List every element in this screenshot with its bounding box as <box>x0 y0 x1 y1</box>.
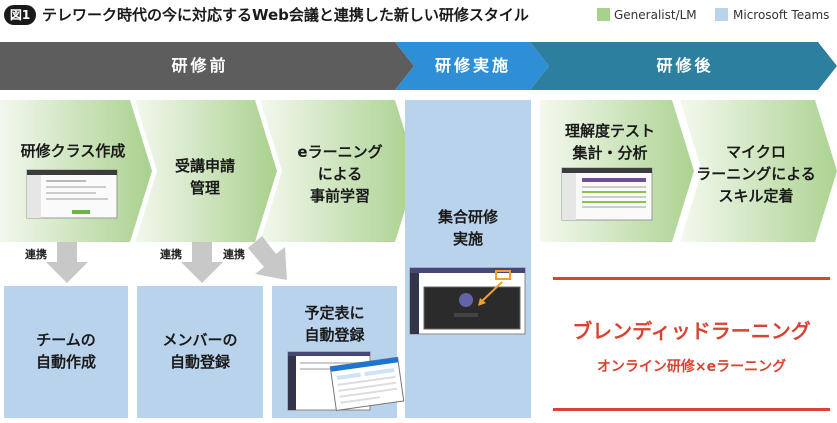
step-application: 受講申請 管理 <box>150 155 260 199</box>
step-group-training-shape <box>405 100 531 418</box>
legend-label-generalist: Generalist/LM <box>614 7 697 23</box>
link-label-2: 連携 <box>160 248 182 262</box>
link-arrow-3 <box>248 236 287 280</box>
schedule-auto-label: 予定表に 自動登録 <box>272 302 397 346</box>
figure-title: テレワーク時代の今に対応するWeb会議と連携した新しい研修スタイル <box>42 4 529 26</box>
calendar-screenshot <box>288 352 404 410</box>
link-arrow-1 <box>46 242 88 283</box>
legend-swatch-teams <box>715 8 728 21</box>
figure-badge: 図1 <box>4 5 36 25</box>
step-elearning: eラーニング による 事前学習 <box>280 141 400 207</box>
step-test-analysis: 理解度テスト 集計・分析 <box>540 120 680 164</box>
legend-label-teams: Microsoft Teams <box>733 7 829 23</box>
phase-after-label: 研修後 <box>630 56 740 76</box>
legend-swatch-generalist <box>597 8 610 21</box>
step-class-creation: 研修クラス作成 <box>8 140 138 162</box>
link-label-1: 連携 <box>25 248 47 262</box>
blended-top-rule <box>553 277 830 280</box>
step-microlearning: マイクロ ラーニングによる スキル定着 <box>686 141 826 207</box>
link-label-3: 連携 <box>223 248 245 262</box>
blended-bottom-rule <box>553 408 830 411</box>
phase-during-label: 研修実施 <box>418 56 528 76</box>
class-creation-screenshot <box>27 170 117 218</box>
team-auto-label: チームの 自動作成 <box>4 329 128 373</box>
step-group-training: 集合研修 実施 <box>405 206 531 250</box>
link-arrow-2 <box>181 242 223 283</box>
member-auto-label: メンバーの 自動登録 <box>137 329 263 373</box>
blended-title: ブレンディッドラーニング <box>553 318 830 344</box>
test-analysis-screenshot <box>562 168 652 220</box>
teams-meeting-screenshot <box>410 268 525 334</box>
blended-subtitle: オンライン研修×eラーニング <box>553 357 830 377</box>
phase-before-label: 研修前 <box>150 56 250 76</box>
